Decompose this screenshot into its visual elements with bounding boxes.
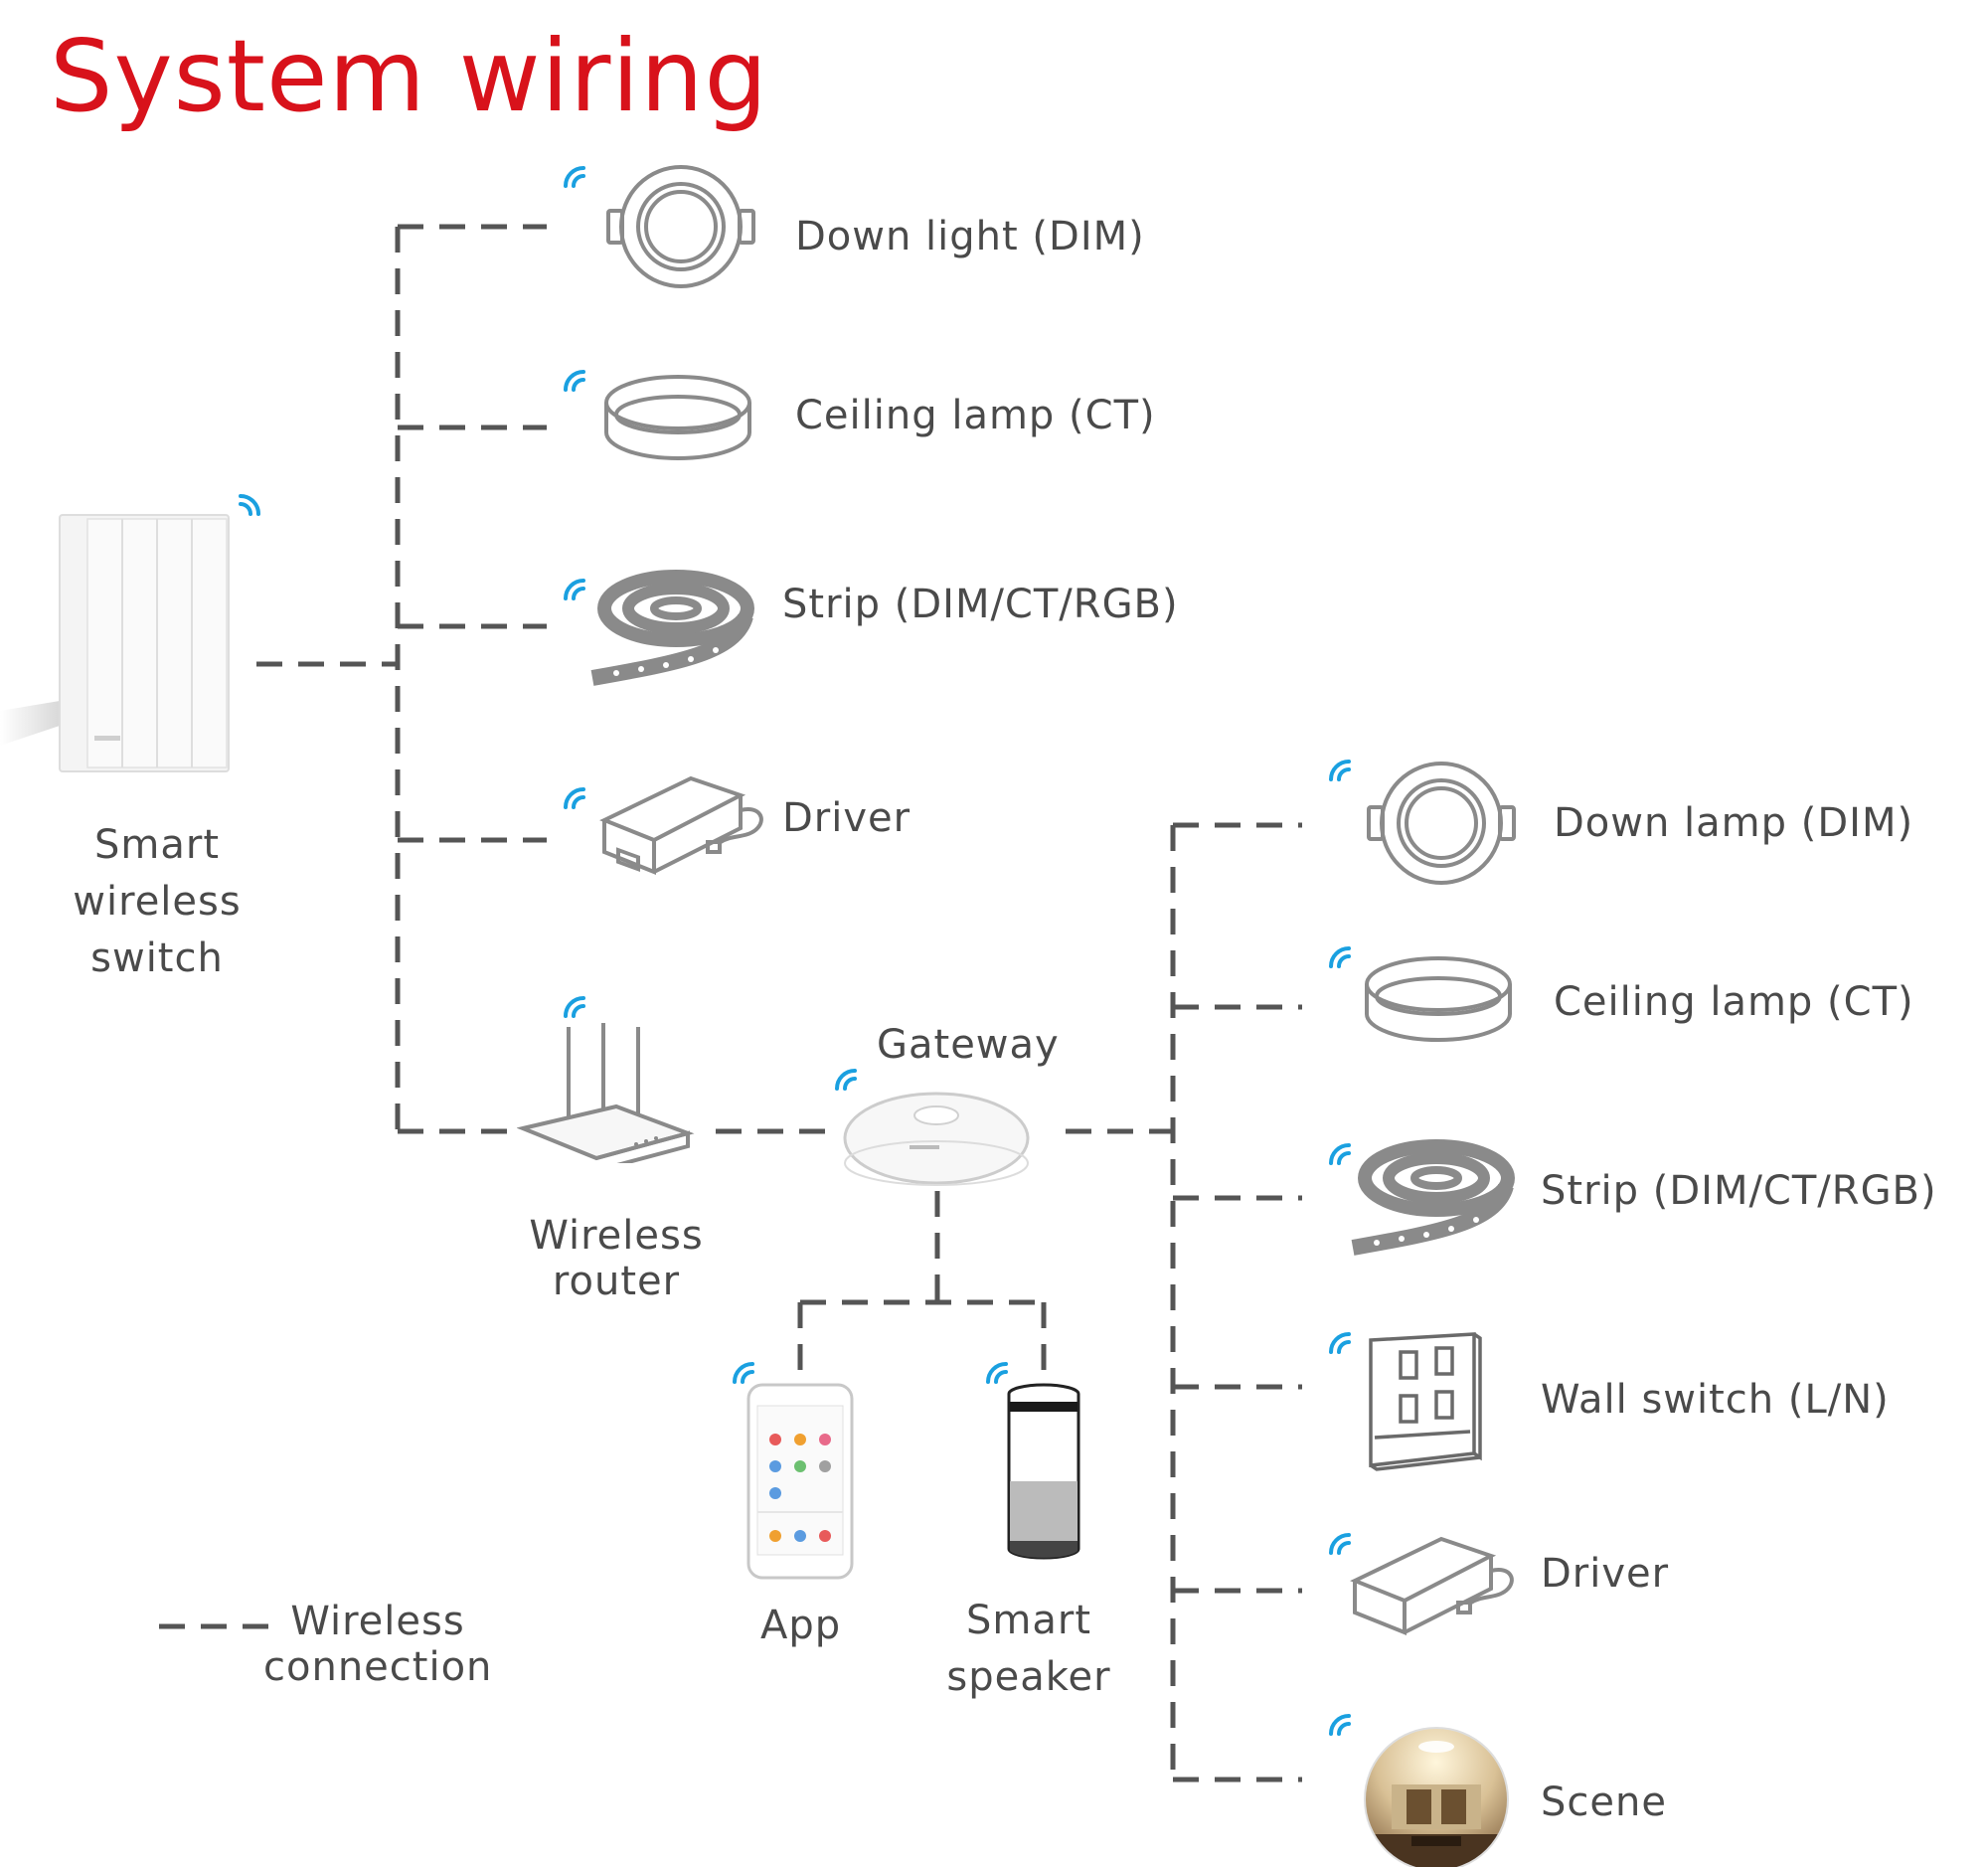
label-wall-switch: Wall switch (L/N) [1541, 1377, 1890, 1423]
label-line: router [552, 1259, 681, 1304]
label-line: wireless [73, 879, 242, 925]
led-strip-icon [1351, 1139, 1515, 1256]
label-smart-speaker: Smart speaker [929, 1593, 1128, 1706]
app-phone-icon [746, 1383, 854, 1580]
wireless-router-icon [517, 1023, 695, 1163]
wifi-icon [564, 787, 585, 809]
legend-label: Wireless connection [263, 1599, 492, 1690]
label-strip-1: Strip (DIM/CT/RGB) [782, 582, 1179, 627]
label-down-light: Down light (DIM) [795, 214, 1145, 259]
wifi-icon [239, 494, 260, 516]
page-title: System wiring [50, 18, 769, 134]
label-line: Smart [966, 1598, 1091, 1643]
down-lamp-icon [1367, 762, 1516, 885]
label-scene: Scene [1541, 1780, 1667, 1825]
wifi-icon [1329, 1533, 1351, 1555]
driver-icon [599, 775, 763, 875]
ceiling-lamp-icon [604, 375, 751, 460]
label-line: speaker [946, 1654, 1111, 1700]
label-app: App [760, 1603, 842, 1648]
wifi-icon [986, 1362, 1008, 1384]
wifi-icon [1329, 1332, 1351, 1354]
label-line: connection [263, 1644, 493, 1690]
scene-photo-icon [1364, 1727, 1509, 1867]
ceiling-lamp-icon [1365, 956, 1512, 1042]
label-ceiling-lamp-2: Ceiling lamp (CT) [1554, 979, 1914, 1025]
label-smart-wireless-switch: Smart wireless switch [58, 817, 256, 987]
label-gateway: Gateway [877, 1022, 1060, 1068]
label-line: Smart [94, 822, 220, 868]
label-line: Wireless [529, 1213, 704, 1259]
gateway-icon [843, 1092, 1030, 1186]
label-line: Wireless [290, 1599, 465, 1644]
label-strip-2: Strip (DIM/CT/RGB) [1541, 1168, 1937, 1214]
wall-switch-icon [1369, 1332, 1482, 1471]
wifi-icon [1329, 1143, 1351, 1165]
wifi-icon [1329, 946, 1351, 968]
wifi-icon [564, 996, 585, 1018]
smart-speaker-icon [1007, 1383, 1080, 1560]
wifi-icon [1329, 1714, 1351, 1736]
driver-icon [1350, 1536, 1514, 1635]
label-line: switch [90, 935, 224, 981]
wifi-icon [564, 370, 585, 392]
wifi-icon [1329, 760, 1351, 781]
label-driver-1: Driver [782, 795, 911, 841]
wifi-icon [564, 579, 585, 600]
label-down-lamp: Down lamp (DIM) [1554, 800, 1914, 846]
wifi-icon [733, 1362, 754, 1384]
down-light-icon [606, 165, 755, 288]
smart-wireless-switch-icon [0, 514, 230, 772]
wifi-icon [835, 1069, 857, 1091]
label-ceiling-lamp-1: Ceiling lamp (CT) [795, 393, 1156, 438]
label-wireless-router: Wireless router [517, 1213, 716, 1304]
led-strip-icon [590, 570, 754, 686]
wifi-icon [564, 166, 585, 188]
label-driver-2: Driver [1541, 1551, 1670, 1597]
